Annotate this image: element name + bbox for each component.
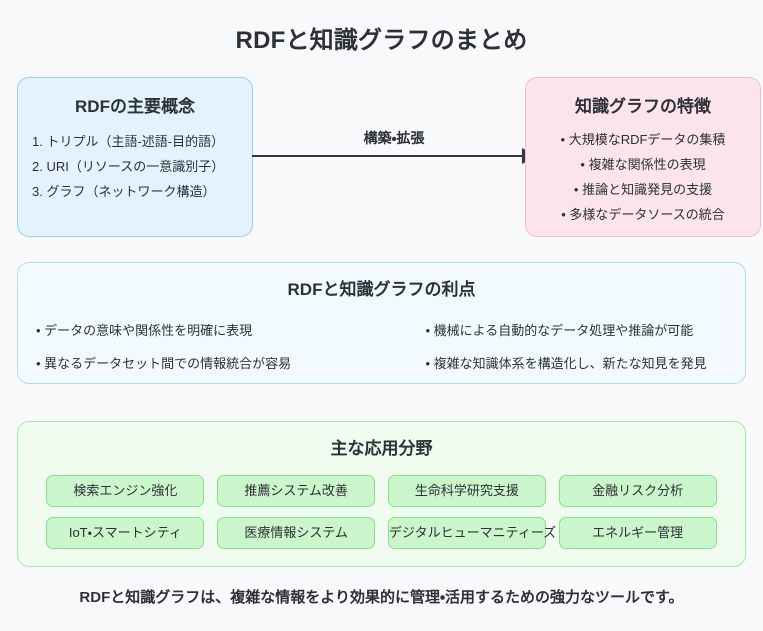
list-item: 1. トリプル（主語-述語-目的語） xyxy=(32,134,225,149)
list-item: 複雑な関係性の表現 xyxy=(526,152,760,177)
list-item: 複雑な知識体系を構造化し、新たな知見を発見 xyxy=(382,347,728,380)
applications-title: 主な応用分野 xyxy=(330,439,433,458)
rdf-concepts-title: RDFの主要概念 xyxy=(75,97,195,116)
applications-tag-grid: 検索エンジン強化 推薦システム改善 生命科学研究支援 金融リスク分析 IoT・ス… xyxy=(18,475,745,549)
flow-arrow-line xyxy=(252,155,528,157)
application-tag[interactable]: 推薦システム改善 xyxy=(217,475,376,507)
footer-summary: RDFと知識グラフは、複雑な情報をより効果的に管理・活用するための強力なツールで… xyxy=(79,589,684,606)
list-item: 大規模なRDFデータの集積 xyxy=(526,127,760,152)
list-item: 多様なデータソースの統合 xyxy=(526,202,760,227)
benefits-card: RDFと知識グラフの利点 データの意味や関係性を明確に表現 異なるデータセット間… xyxy=(17,262,746,384)
application-tag[interactable]: 生命科学研究支援 xyxy=(387,475,546,507)
benefits-column-left: データの意味や関係性を明確に表現 異なるデータセット間での情報統合が容易 xyxy=(36,314,382,380)
application-tag[interactable]: IoT・スマートシティ xyxy=(46,517,205,549)
list-item: 推論と知識発見の支援 xyxy=(526,177,760,202)
knowledge-graph-features-title: 知識グラフの特徴 xyxy=(575,97,711,116)
application-tag[interactable]: 金融リスク分析 xyxy=(558,475,717,507)
list-item: データの意味や関係性を明確に表現 xyxy=(36,314,382,347)
list-item: 機械による自動的なデータ処理や推論が可能 xyxy=(382,314,728,347)
application-tag[interactable]: デジタルヒューマニティーズ xyxy=(387,517,556,549)
benefits-grid: データの意味や関係性を明確に表現 異なるデータセット間での情報統合が容易 機械に… xyxy=(18,314,745,380)
knowledge-graph-features-card: 知識グラフの特徴 大規模なRDFデータの集積 複雑な関係性の表現 推論と知識発見… xyxy=(525,77,761,237)
application-tag[interactable]: 医療情報システム xyxy=(217,517,376,549)
list-item: 異なるデータセット間での情報統合が容易 xyxy=(36,347,382,380)
list-item: 3. グラフ（ネットワーク構造） xyxy=(32,184,216,199)
knowledge-graph-features-list: 大規模なRDFデータの集積 複雑な関係性の表現 推論と知識発見の支援 多様なデー… xyxy=(526,127,760,227)
application-tag[interactable]: エネルギー管理 xyxy=(558,517,717,549)
rdf-concepts-card: RDFの主要概念 1. トリプル（主語-述語-目的語） 2. URI（リソースの… xyxy=(17,77,253,237)
application-tag[interactable]: 検索エンジン強化 xyxy=(46,475,205,507)
benefits-title: RDFと知識グラフの利点 xyxy=(287,280,476,299)
list-item: 2. URI（リソースの一意識別子） xyxy=(32,159,225,174)
benefits-column-right: 機械による自動的なデータ処理や推論が可能 複雑な知識体系を構造化し、新たな知見を… xyxy=(382,314,728,380)
flow-arrow-label: 構築・拡張 xyxy=(363,130,425,146)
page-title: RDFと知識グラフのまとめ xyxy=(235,27,528,54)
applications-card: 主な応用分野 検索エンジン強化 推薦システム改善 生命科学研究支援 金融リスク分… xyxy=(17,421,746,567)
rdf-concepts-list: 1. トリプル（主語-述語-目的語） 2. URI（リソースの一意識別子） 3.… xyxy=(18,129,252,204)
flow-arrow: 構築・拡張 xyxy=(250,128,538,178)
